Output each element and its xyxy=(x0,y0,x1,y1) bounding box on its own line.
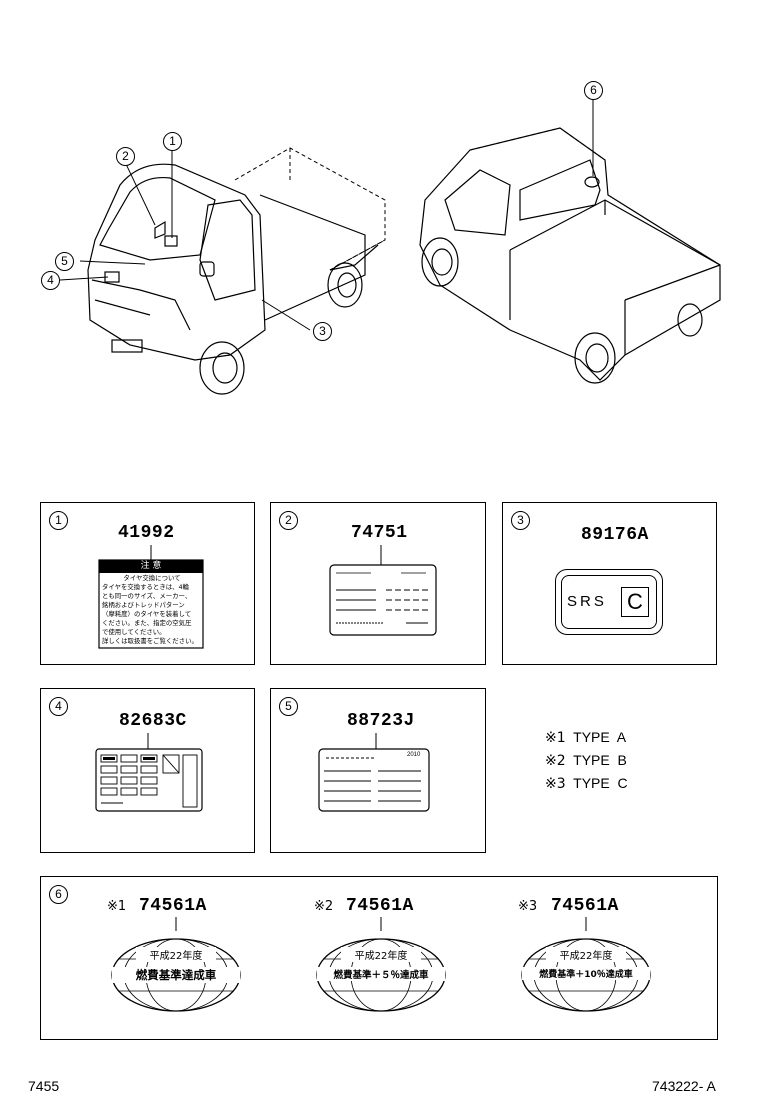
variant-2-main-text: 燃費基準＋５％達成車 xyxy=(317,967,445,981)
variant-3-part-number: 74561A xyxy=(551,896,619,916)
truck-front-view xyxy=(87,147,386,395)
part-box-5: 5 88723J 2010 xyxy=(270,688,486,853)
label-82683c-drawing xyxy=(95,733,203,812)
caution-label-drawing xyxy=(98,545,204,649)
variant-1-part-number: 74561A xyxy=(139,896,207,916)
part-box-6: 6 ※1 74561A 平成22年度 燃費基準達成車 ※2 74561A 平成2… xyxy=(40,876,718,1040)
part-number-2: 74751 xyxy=(351,523,408,543)
callout-6: 6 xyxy=(584,81,603,100)
box-callout-5: 5 xyxy=(279,697,298,716)
callout-4: 4 xyxy=(41,271,60,290)
box-callout-3: 3 xyxy=(511,511,530,530)
box-callout-6: 6 xyxy=(49,885,68,904)
footer-right-code: 743222- A xyxy=(652,1078,716,1094)
variant-2-mark: ※2 xyxy=(314,899,334,914)
callout-3: 3 xyxy=(313,322,332,341)
variant-3-main-text: 燃費基準＋10％達成車 xyxy=(522,967,650,980)
srs-text: SRS xyxy=(567,593,607,610)
type-legend: ※1 TYPE A ※2 TYPE B ※3 TYPE C xyxy=(545,726,628,795)
label-88723j-drawing xyxy=(318,733,430,812)
footer-left-code: 7455 xyxy=(28,1078,60,1094)
variant-3-mark: ※3 xyxy=(518,899,538,914)
model-year-text: 2010 xyxy=(407,752,421,758)
variant-1-mark: ※1 xyxy=(107,899,127,914)
box-callout-4: 4 xyxy=(49,697,68,716)
variant-3-top-text: 平成22年度 xyxy=(546,947,626,962)
srs-label-inner xyxy=(561,575,657,629)
legend-row-2: ※2 TYPE B xyxy=(545,752,627,769)
label-74751-drawing xyxy=(329,545,437,636)
srs-letter-box: C xyxy=(621,587,649,617)
caution-title: 注 意 xyxy=(140,561,162,571)
part-number-5: 88723J xyxy=(347,711,415,731)
part-box-2: 2 74751 xyxy=(270,502,486,665)
variant-2-part-number: 74561A xyxy=(346,896,414,916)
part-number-3: 89176A xyxy=(581,525,649,545)
part-number-1: 41992 xyxy=(118,523,175,543)
part-box-4: 4 82683C xyxy=(40,688,255,853)
variant-2-top-text: 平成22年度 xyxy=(341,947,421,962)
srs-label-outer xyxy=(555,569,663,635)
box-callout-1: 1 xyxy=(49,511,68,530)
variant-1-main-text: 燃費基準達成車 xyxy=(112,967,240,983)
legend-row-1: ※1 TYPE A xyxy=(545,729,627,746)
variant-1-top-text: 平成22年度 xyxy=(136,947,216,962)
callout-5: 5 xyxy=(55,252,74,271)
caution-text: タイヤ交換について タイヤを交換するときは、4輪 とも同一のサイズ、メーカー、 … xyxy=(102,574,198,645)
callout-2: 2 xyxy=(116,147,135,166)
part-box-3: 3 89176A SRS C xyxy=(502,502,717,665)
fuel-emblem-3 xyxy=(521,917,651,1012)
vehicle-illustration xyxy=(59,98,721,395)
part-number-4: 82683C xyxy=(119,711,187,731)
part-box-1: 1 41992 注 意 タイヤ交換について タイヤを交換するときは、4輪 とも同… xyxy=(40,502,255,665)
fuel-emblem-2 xyxy=(316,917,446,1012)
callout-1: 1 xyxy=(163,132,182,151)
box-callout-2: 2 xyxy=(279,511,298,530)
legend-row-3: ※3 TYPE C xyxy=(545,775,628,792)
fuel-emblem-1 xyxy=(111,917,241,1012)
truck-rear-view xyxy=(419,127,721,384)
